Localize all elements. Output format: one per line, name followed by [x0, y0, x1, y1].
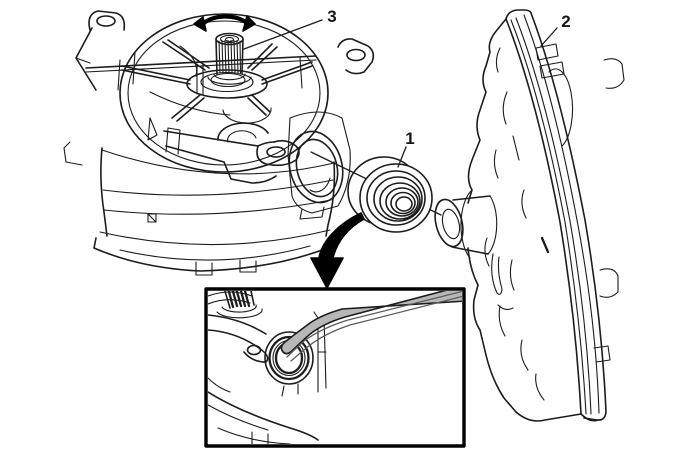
center-hub: [186, 69, 268, 99]
splined-shaft: [207, 32, 252, 85]
callout-1-label: 1: [405, 129, 414, 148]
housing-flange: [63, 13, 335, 175]
callouts: 1 2 3: [243, 7, 571, 168]
cover-edge-band: [505, 9, 607, 422]
output-bore-boss: [287, 111, 351, 220]
cover-web: [467, 18, 582, 422]
inset-detail-box: [204, 287, 466, 448]
cover-tabs: [593, 58, 625, 363]
callout-3-label: 3: [327, 7, 336, 26]
inset-pry-tool: [280, 291, 462, 362]
body-cylinder: [100, 147, 336, 237]
seal-threads: [373, 176, 423, 222]
callout-2: 2: [540, 12, 571, 47]
front-bracket-arm: [147, 117, 300, 184]
base-pan: [93, 229, 331, 276]
interior-pockets: [117, 45, 303, 143]
callout-3: 3: [243, 7, 337, 50]
mounting-ear-right: [337, 38, 375, 75]
callout-1: 1: [397, 129, 415, 168]
end-cover-part: [434, 9, 625, 422]
pump-housing-assembly: [63, 10, 375, 276]
detail-flow-arrow-icon: [310, 212, 365, 289]
cover-hub: [434, 189, 498, 259]
inset-content: [208, 291, 462, 444]
radial-ribs: [121, 39, 313, 122]
callout-2-label: 2: [561, 12, 570, 31]
rotation-arrow-icon: [193, 14, 256, 32]
mounting-ear-top-left: [88, 10, 126, 31]
seal-part: [347, 156, 433, 233]
inset-housing-detail: [208, 291, 327, 444]
